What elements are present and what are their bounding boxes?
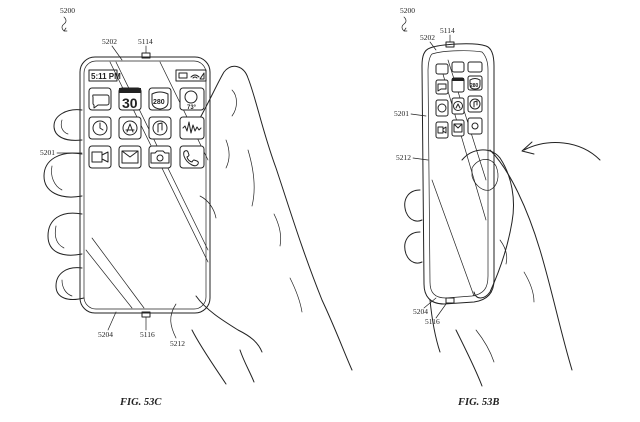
ref-edge-bottom-left: 5204 <box>98 330 113 339</box>
video-camera-icon <box>437 126 447 134</box>
figure-53c: 5200 <box>40 6 353 408</box>
app-facetime-right[interactable] <box>435 121 449 139</box>
ref-edge-bottom-right: 5204 <box>413 307 428 316</box>
music-icon <box>152 120 168 136</box>
leader-side-right <box>410 113 427 117</box>
app-clock-right[interactable] <box>435 99 449 117</box>
ref-sensor-top-left: 5114 <box>138 37 153 46</box>
swipe-arrow-head-icon <box>521 141 535 155</box>
camera-icon <box>150 150 170 164</box>
wifi-icon <box>190 74 200 79</box>
app-store-icon <box>453 101 463 111</box>
chat-bubble-icon <box>92 94 110 109</box>
music-icon <box>469 98 481 110</box>
app-camera-left[interactable] <box>148 145 172 169</box>
voice-memo-icon <box>182 121 202 134</box>
leader-sensor-bottom-right <box>435 303 447 319</box>
swipe-arrow <box>523 142 601 161</box>
chat-bubble-icon <box>437 83 447 92</box>
leader-edge-bottom-left <box>107 311 117 331</box>
sign-number-right: 280 <box>470 83 479 89</box>
hand-left <box>43 65 353 385</box>
sign-number-left: 280 <box>153 99 165 106</box>
phone-screen-left <box>83 60 207 310</box>
status-time-box <box>88 69 118 82</box>
calendar-day: 30 <box>122 95 138 111</box>
calendar-icon <box>119 88 141 93</box>
thumbnail <box>471 159 499 191</box>
leader-surface-left <box>170 303 177 339</box>
ref-surface-right: 5212 <box>396 153 411 162</box>
ref-device-right: 5200 <box>400 6 415 15</box>
weather-icon <box>184 90 198 104</box>
sensor-bottom-right <box>445 297 455 304</box>
camera-icon <box>471 122 479 130</box>
ref-arrow-device-left <box>61 16 68 32</box>
ref-device-left: 5200 <box>60 6 75 15</box>
status-icons-box <box>175 69 207 82</box>
video-camera-icon <box>91 151 109 163</box>
app-top-2-right[interactable] <box>451 61 465 73</box>
ref-side-left: 5201 <box>40 148 55 157</box>
ref-arrow-device-right <box>401 16 408 32</box>
app-music-left[interactable] <box>148 116 172 140</box>
battery-icon <box>178 72 188 79</box>
clock-icon <box>437 103 447 113</box>
app-store-icon <box>122 120 138 136</box>
ref-sensor-bottom-right: 5116 <box>425 317 440 326</box>
ref-surface-left: 5212 <box>170 339 185 348</box>
mail-icon <box>453 123 463 133</box>
app-maps-left[interactable] <box>148 87 172 111</box>
phone-icon <box>183 150 199 167</box>
leader-edge-top-left <box>111 45 123 61</box>
mail-icon <box>121 150 139 164</box>
ref-edge-top-left: 5202 <box>102 37 117 46</box>
phone-outline-left <box>79 56 211 314</box>
caption-right: FIG. 53B <box>457 397 499 408</box>
ref-side-right: 5201 <box>394 109 409 118</box>
signal-icon <box>199 72 205 80</box>
phone-outline-right <box>421 43 495 305</box>
app-store-left[interactable] <box>118 116 142 140</box>
ref-sensor-top-right: 5114 <box>440 26 455 35</box>
weather-temp: 73° <box>187 105 197 111</box>
clock-icon <box>92 120 108 136</box>
leader-surface-right <box>412 157 429 161</box>
highway-sign-icon <box>469 78 481 90</box>
highway-sign-icon <box>151 91 169 110</box>
app-top-3-right[interactable] <box>467 61 483 73</box>
phone-left: 5:11 PM 30 280 73° <box>79 52 211 318</box>
hand-right <box>404 149 573 387</box>
phone-right: 280 <box>421 41 495 305</box>
ref-sensor-bottom-left: 5116 <box>140 330 155 339</box>
phone-screen-right <box>427 50 489 299</box>
app-top-1-right[interactable] <box>435 63 449 75</box>
ref-edge-top-right: 5202 <box>420 33 435 42</box>
leader-edge-bottom-right <box>423 297 437 309</box>
figure-53b: 5200 <box>394 6 601 408</box>
app-camera-right[interactable] <box>467 117 483 135</box>
app-messages-left[interactable] <box>88 87 112 111</box>
calendar-icon <box>452 78 464 81</box>
caption-left: FIG. 53C <box>119 397 162 408</box>
leader-edge-top-right <box>429 41 437 51</box>
status-time: 5:11 PM <box>91 72 121 81</box>
